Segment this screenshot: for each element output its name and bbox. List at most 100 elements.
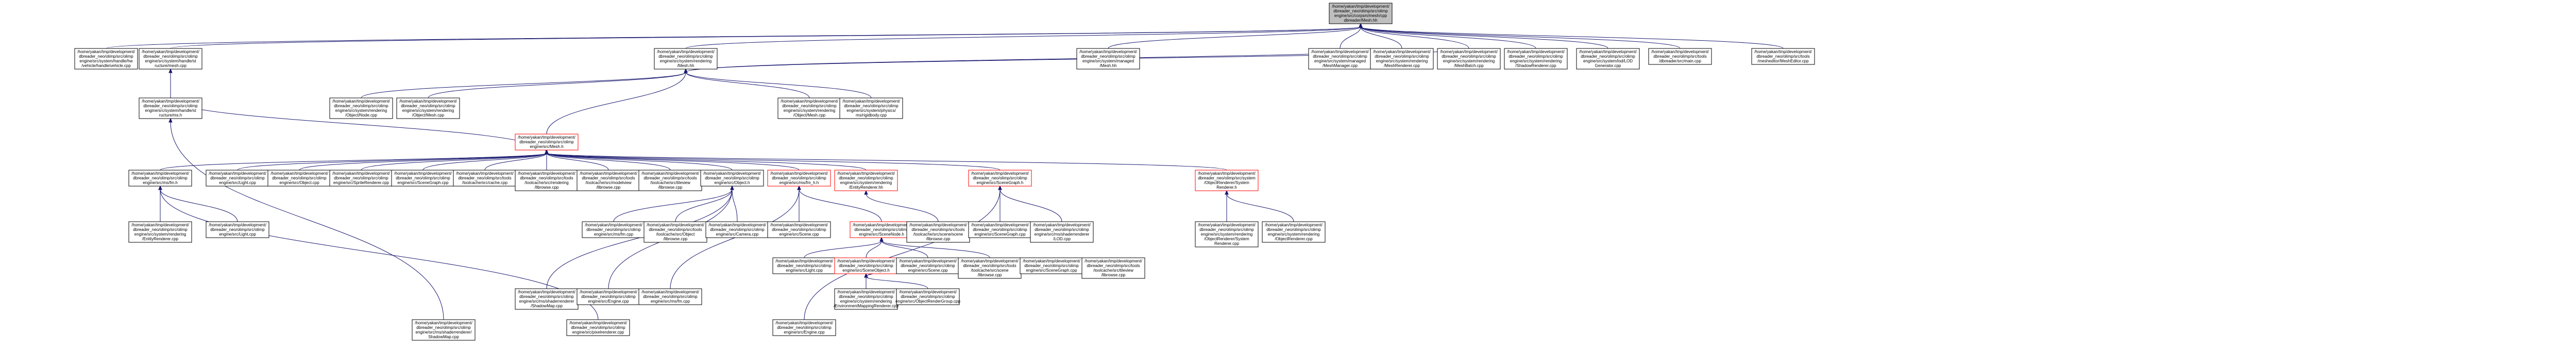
node-c14[interactable]: /home/yakan/tmp/development/dbreader_neo… xyxy=(1195,170,1259,191)
node-n10[interactable]: /home/yakan/tmp/development/dbreader_neo… xyxy=(1648,48,1712,65)
arrowhead xyxy=(168,68,173,73)
node-n1[interactable]: /home/yakan/tmp/development/dbreader_neo… xyxy=(74,48,138,70)
edge-d8-c12 xyxy=(866,193,939,222)
node-n4[interactable]: /home/yakan/tmp/development/dbreader_neo… xyxy=(1076,48,1140,70)
node-d11[interactable]: /home/yakan/tmp/development/dbreader_neo… xyxy=(1195,221,1259,247)
node-n11[interactable]: /home/yakan/tmp/development/dbreader_neo… xyxy=(1751,48,1815,65)
node-c3[interactable]: /home/yakan/tmp/development/dbreader_neo… xyxy=(267,170,331,187)
node-label-line: dbreader_neo/olimp/src/olimp xyxy=(396,176,450,180)
node-n5[interactable]: /home/yakan/tmp/development/dbreader_neo… xyxy=(1308,48,1372,70)
node-c11[interactable]: /home/yakan/tmp/development/dbreader_neo… xyxy=(767,170,831,187)
node-c1[interactable]: /home/yakan/tmp/development/dbreader_neo… xyxy=(128,170,192,187)
node-c2[interactable]: /home/yakan/tmp/development/dbreader_neo… xyxy=(206,170,269,187)
node-label-line: /dbreader/src/main.cpp xyxy=(1659,59,1701,63)
node-n2[interactable]: /home/yakan/tmp/development/dbreader_neo… xyxy=(139,48,202,70)
node-box xyxy=(1370,48,1434,70)
node-box xyxy=(968,221,1032,238)
node-box xyxy=(391,170,455,187)
node-label-line: /ObjectRenderer/System xyxy=(1204,237,1249,241)
node-label-line: /home/yakan/tmp/development/ xyxy=(1507,49,1565,54)
node-e3[interactable]: /home/yakan/tmp/development/dbreader_neo… xyxy=(896,257,960,274)
edge-n13-n3 xyxy=(361,72,686,98)
node-label-line: dbreader_neo/olimp/src/olimp xyxy=(772,176,826,180)
node-d8[interactable]: /home/yakan/tmp/development/dbreader_neo… xyxy=(906,221,970,243)
node-box xyxy=(206,170,269,187)
edge-g3-c13 xyxy=(804,189,1001,320)
node-n6[interactable]: /home/yakan/tmp/development/dbreader_neo… xyxy=(1370,48,1434,70)
node-e5[interactable]: /home/yakan/tmp/development/dbreader_neo… xyxy=(1020,257,1083,274)
node-n14[interactable]: /home/yakan/tmp/development/dbreader_neo… xyxy=(396,97,460,119)
node-c4[interactable]: /home/yakan/tmp/development/dbreader_neo… xyxy=(329,170,393,187)
node-box xyxy=(566,319,630,336)
node-n12[interactable]: /home/yakan/tmp/development/dbreader_neo… xyxy=(139,97,202,119)
node-c13[interactable]: /home/yakan/tmp/development/dbreader_neo… xyxy=(968,170,1032,187)
node-box xyxy=(958,257,1022,279)
edge-n7-root xyxy=(1360,26,1469,49)
node-label-line: dbreader_neo/olimp/src/olimp xyxy=(133,176,188,180)
node-label-line: dbreader_neo/olimp/src/olimp xyxy=(1313,54,1367,59)
node-c8[interactable]: /home/yakan/tmp/development/dbreader_neo… xyxy=(577,170,640,191)
node-box xyxy=(1195,221,1259,247)
node-c5[interactable]: /home/yakan/tmp/development/dbreader_neo… xyxy=(391,170,455,187)
node-e6[interactable]: /home/yakan/tmp/development/dbreader_neo… xyxy=(1081,257,1145,279)
node-label-line: /home/yakan/tmp/development/ xyxy=(708,223,766,227)
node-n8[interactable]: /home/yakan/tmp/development/dbreader_neo… xyxy=(1504,48,1568,70)
node-c6[interactable]: /home/yakan/tmp/development/dbreader_neo… xyxy=(453,170,517,187)
node-label-line: /home/yakan/tmp/development/ xyxy=(837,171,895,176)
node-root[interactable]: /home/yakan/tmp/development/dbreader_neo… xyxy=(1329,3,1393,24)
node-layer: /home/yakan/tmp/development/dbreader_neo… xyxy=(74,3,1815,341)
node-d6[interactable]: /home/yakan/tmp/development/dbreader_neo… xyxy=(767,221,831,238)
node-d3[interactable]: /home/yakan/tmp/development/dbreader_neo… xyxy=(582,221,646,238)
node-f3[interactable]: /home/yakan/tmp/development/dbreader_neo… xyxy=(638,288,702,305)
node-c12[interactable]: /home/yakan/tmp/development/dbreader_neo… xyxy=(834,170,898,191)
node-d5[interactable]: /home/yakan/tmp/development/dbreader_neo… xyxy=(705,221,769,238)
node-label-line: /ShadowRenderer.cpp xyxy=(1515,63,1556,68)
node-c9[interactable]: /home/yakan/tmp/development/dbreader_neo… xyxy=(638,170,702,191)
node-e4[interactable]: /home/yakan/tmp/development/dbreader_neo… xyxy=(958,257,1022,279)
node-c10[interactable]: /home/yakan/tmp/development/dbreader_neo… xyxy=(700,170,764,187)
node-label-line: /home/yakan/tmp/development/ xyxy=(775,321,833,325)
node-g1[interactable]: /home/yakan/tmp/development/dbreader_neo… xyxy=(412,319,476,341)
node-label-line: dbreader_neo/olimp/src/tools xyxy=(1087,263,1140,268)
node-n13[interactable]: /home/yakan/tmp/development/dbreader_neo… xyxy=(329,97,393,119)
node-label-line: /home/yakan/tmp/development/ xyxy=(569,321,627,325)
edge-f5-e2 xyxy=(866,276,928,289)
node-n9[interactable]: /home/yakan/tmp/development/dbreader_neo… xyxy=(1576,48,1640,70)
arrowhead xyxy=(730,185,734,190)
edge-e3-d7 xyxy=(881,240,928,258)
node-n3[interactable]: /home/yakan/tmp/development/dbreader_neo… xyxy=(654,48,718,70)
node-label-line: engine/src/system/rendering xyxy=(784,108,836,113)
node-label-line: engine/src/corpsm/mesh/cpp xyxy=(1334,13,1387,18)
node-n7[interactable]: /home/yakan/tmp/development/dbreader_neo… xyxy=(1437,48,1501,70)
node-label-line: /EntityRenderer.hh xyxy=(849,185,883,190)
node-n16[interactable]: /home/yakan/tmp/development/dbreader_neo… xyxy=(839,97,903,119)
node-d9[interactable]: /home/yakan/tmp/development/dbreader_neo… xyxy=(968,221,1032,238)
node-label-line: engine/src/ms/shaderrenderer xyxy=(519,299,574,304)
node-e1[interactable]: /home/yakan/tmp/development/dbreader_neo… xyxy=(772,257,836,274)
node-f2[interactable]: /home/yakan/tmp/development/dbreader_neo… xyxy=(577,288,640,305)
node-label-line: engine/src/ObjectRenderGroup.cpp xyxy=(895,299,960,304)
node-d1[interactable]: /home/yakan/tmp/development/dbreader_neo… xyxy=(128,221,192,243)
node-d7[interactable]: /home/yakan/tmp/development/dbreader_neo… xyxy=(850,221,913,238)
node-label-line: dbreader_neo/olimp/src/olimp xyxy=(1375,54,1429,59)
node-f5[interactable]: /home/yakan/tmp/development/dbreader_neo… xyxy=(895,288,960,305)
node-g2[interactable]: /home/yakan/tmp/development/dbreader_neo… xyxy=(566,319,630,336)
node-label-line: /home/yakan/tmp/development/ xyxy=(657,49,715,54)
node-f1[interactable]: /home/yakan/tmp/development/dbreader_neo… xyxy=(515,288,579,310)
node-label-line: /toolcache/src/scene xyxy=(971,268,1009,273)
node-d10[interactable]: /home/yakan/tmp/development/dbreader_neo… xyxy=(1030,221,1094,243)
node-d2[interactable]: /home/yakan/tmp/development/dbreader_neo… xyxy=(206,221,269,238)
node-label-line: /home/yakan/tmp/development/ xyxy=(585,223,642,227)
node-c7[interactable]: /home/yakan/tmp/development/dbreader_neo… xyxy=(515,170,579,191)
node-g3[interactable]: /home/yakan/tmp/development/dbreader_neo… xyxy=(772,319,836,336)
node-label-line: /llbrowse.cpp xyxy=(978,273,1002,277)
node-label-line: dbreader_neo/olimp/src/olimp xyxy=(143,54,198,59)
node-d4[interactable]: /home/yakan/tmp/development/dbreader_neo… xyxy=(643,221,707,243)
node-d12[interactable]: /home/yakan/tmp/development/dbreader_neo… xyxy=(1262,221,1326,243)
node-e2[interactable]: /home/yakan/tmp/development/dbreader_neo… xyxy=(834,257,898,274)
node-hub[interactable]: /home/yakan/tmp/development/dbreader_neo… xyxy=(515,134,579,151)
node-label-line: dbreader_neo/olimp/src/olimp xyxy=(705,176,759,180)
node-f4[interactable]: /home/yakan/tmp/development/dbreader_neo… xyxy=(834,288,899,310)
node-n15[interactable]: /home/yakan/tmp/development/dbreader_neo… xyxy=(777,97,841,119)
